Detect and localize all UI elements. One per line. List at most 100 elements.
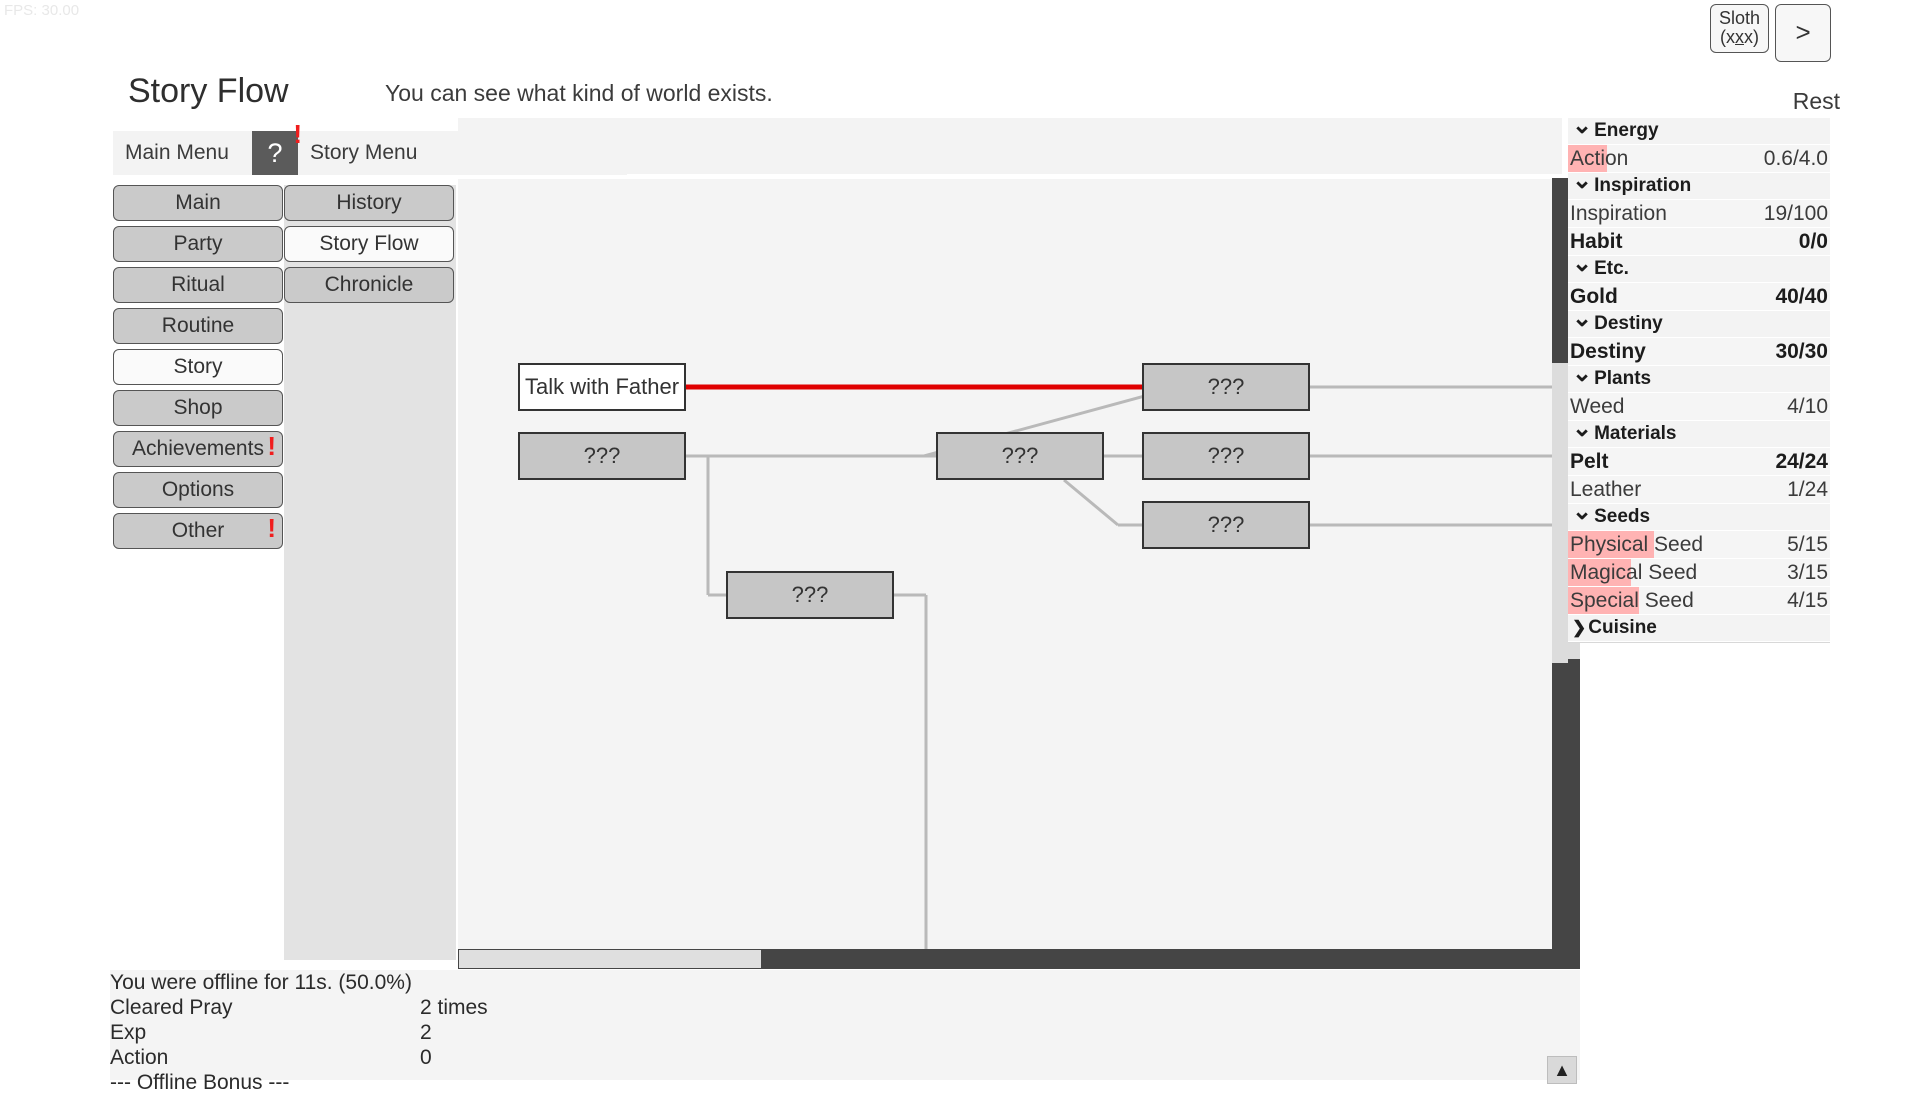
story-node-label: ???: [1207, 512, 1245, 537]
resource-name: Weed: [1570, 394, 1625, 418]
next-button[interactable]: >: [1775, 4, 1832, 62]
page-subtitle: You can see what kind of world exists.: [385, 80, 773, 106]
story-node[interactable]: ???: [518, 432, 686, 480]
resource-group-header[interactable]: ⌄Materials: [1568, 415, 1830, 448]
nav-alert-badge: !: [267, 431, 276, 461]
resource-name: Leather: [1570, 477, 1642, 501]
story-node-label: ???: [1001, 443, 1039, 468]
top-right-buttons: Sloth (xxx) >: [1710, 4, 1832, 62]
resource-group-header[interactable]: ❯Cuisine: [1568, 615, 1830, 642]
resource-value: 19/100: [1763, 201, 1828, 225]
nav-alert-badge: !: [267, 513, 276, 543]
nav-item-routine[interactable]: Routine: [113, 308, 283, 344]
subnav-item-history[interactable]: History: [284, 185, 454, 221]
chevron-down-icon: ⌄: [1572, 304, 1593, 332]
resource-group-header[interactable]: ⌄Plants: [1568, 360, 1830, 393]
help-button[interactable]: ? !: [252, 121, 302, 175]
story-node[interactable]: ???: [1142, 501, 1310, 549]
resource-group-label: Cuisine: [1588, 617, 1657, 638]
resource-group-header[interactable]: ⌄Etc.: [1568, 250, 1830, 283]
subnav-item-chronicle[interactable]: Chronicle: [284, 267, 454, 303]
resource-panel-scrollbar[interactable]: [1552, 178, 1568, 958]
nav-item-label: Other: [171, 519, 225, 542]
story-node[interactable]: ???: [1142, 363, 1310, 411]
canvas-horizontal-scrollbar[interactable]: [458, 949, 1580, 969]
story-node[interactable]: ???: [726, 571, 894, 619]
resource-fill-bar: [1568, 587, 1639, 614]
resource-group-label: Plants: [1594, 368, 1652, 389]
nav-item-label: Story: [173, 355, 223, 378]
nav-item-other[interactable]: Other!: [113, 513, 283, 549]
nav-item-ritual[interactable]: Ritual: [113, 267, 283, 303]
nav-item-label: Options: [161, 478, 235, 501]
resource-group-header[interactable]: ⌄Seeds: [1568, 498, 1830, 531]
resource-panel-scroll-thumb[interactable]: [1552, 363, 1568, 663]
log-line-key: Action: [110, 1045, 169, 1069]
log-line-key: Exp: [110, 1020, 147, 1044]
nav-item-label: Routine: [161, 314, 235, 337]
sloth-sublabel: (xxx): [1719, 26, 1760, 47]
resource-value: 24/24: [1775, 449, 1828, 473]
nav-item-story[interactable]: Story: [113, 349, 283, 385]
log-line: --- Offline Bonus ---: [110, 1070, 1580, 1095]
story-node[interactable]: ???: [1142, 432, 1310, 480]
chevron-down-icon: ⌄: [1572, 414, 1593, 442]
resource-row[interactable]: Magical Seed 3/15: [1568, 559, 1830, 587]
story-node[interactable]: ???: [936, 432, 1104, 480]
story-flow-edges: [686, 384, 1562, 949]
resource-name: Action: [1570, 146, 1629, 170]
resource-group-header[interactable]: ⌄Destiny: [1568, 305, 1830, 338]
log-scroll-up-button[interactable]: ▲: [1547, 1056, 1577, 1084]
resource-name: Magical Seed: [1570, 560, 1698, 584]
canvas-header-strip: [458, 118, 1562, 174]
resource-group-header[interactable]: ⌄Inspiration: [1568, 167, 1830, 200]
nav-item-options[interactable]: Options: [113, 472, 283, 508]
resource-group-label: Destiny: [1594, 313, 1663, 334]
log-line-key: You were offline for 11s. (50.0%): [110, 970, 412, 994]
story-node-label: ???: [1207, 443, 1245, 468]
rest-status-label: Rest: [1792, 88, 1840, 114]
resource-group-label: Materials: [1594, 423, 1677, 444]
story-node[interactable]: Talk with Father: [518, 363, 686, 411]
log-line-value: 2 times: [420, 995, 488, 1019]
nav-item-label: Ritual: [171, 273, 225, 296]
resource-name: Physical Seed: [1570, 532, 1704, 556]
resource-name: Pelt: [1570, 449, 1609, 473]
canvas-horizontal-scroll-thumb[interactable]: [459, 950, 761, 968]
chevron-down-icon: ⌄: [1572, 166, 1593, 194]
story-node-label: Talk with Father: [524, 374, 680, 399]
page-title: Story Flow: [128, 72, 289, 110]
nav-item-main[interactable]: Main: [113, 185, 283, 221]
sloth-x3: x): [1744, 26, 1760, 47]
resource-name: Special Seed: [1570, 588, 1694, 612]
sloth-status-button[interactable]: Sloth (xxx): [1710, 4, 1770, 53]
chevron-down-icon: ⌄: [1572, 249, 1593, 277]
nav-item-shop[interactable]: Shop: [113, 390, 283, 426]
nav-item-achievements[interactable]: Achievements!: [113, 431, 283, 467]
subnav-item-story-flow[interactable]: Story Flow: [284, 226, 454, 262]
chevron-down-icon: ⌄: [1572, 111, 1593, 139]
story-flow-canvas[interactable]: Talk with Father??????????????????: [458, 179, 1562, 949]
chevron-down-icon: ⌄: [1572, 359, 1593, 387]
resource-group-header[interactable]: ⌄Energy: [1568, 112, 1830, 145]
breadcrumb-main-menu[interactable]: Main Menu: [113, 131, 252, 175]
resource-row[interactable]: Pelt 24/24: [1568, 448, 1830, 476]
resource-group-label: Inspiration: [1594, 175, 1692, 196]
nav-item-party[interactable]: Party: [113, 226, 283, 262]
resource-name: Destiny: [1570, 339, 1646, 363]
resource-value: 3/15: [1787, 560, 1828, 584]
